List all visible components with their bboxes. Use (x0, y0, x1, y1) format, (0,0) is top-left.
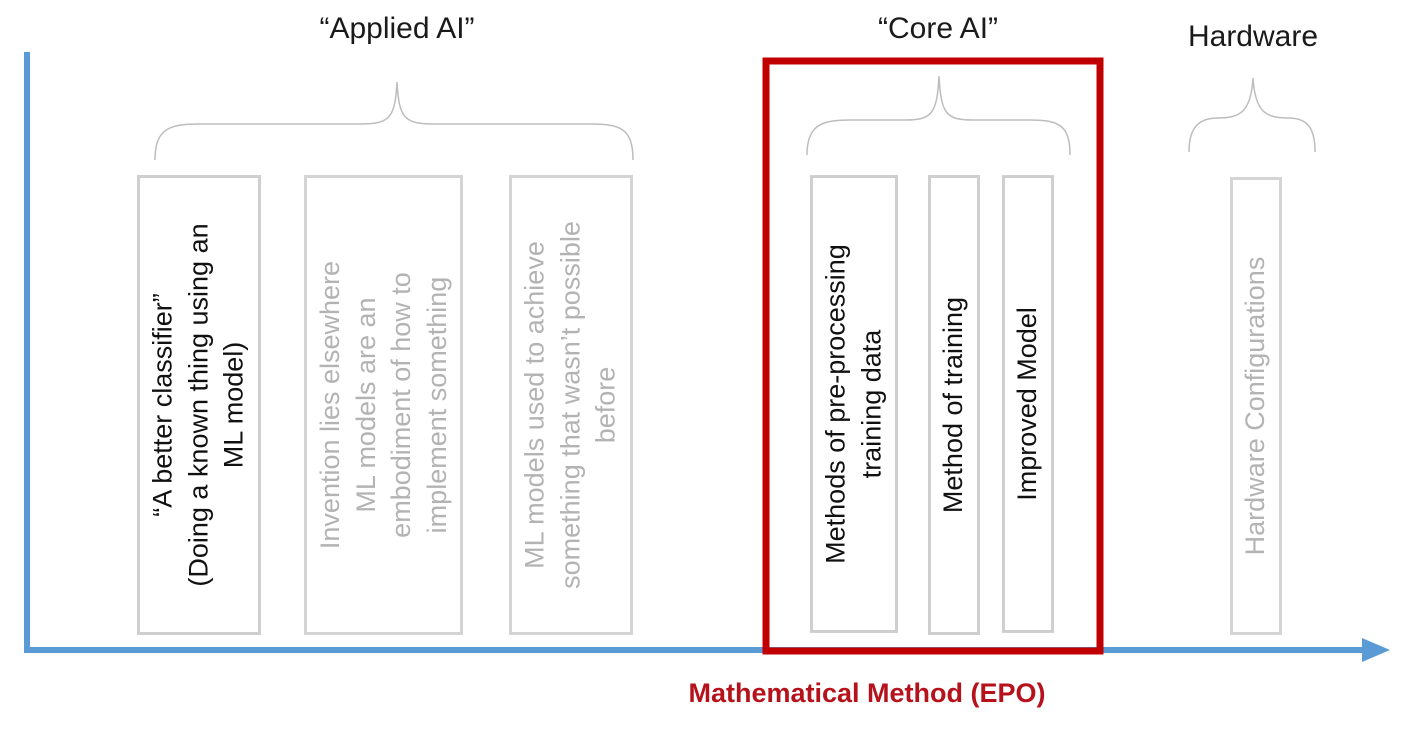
box-better-classifier: “A better classifier” (Doing a known thi… (137, 175, 261, 635)
box-preprocessing: Methods of pre-processing training data (810, 175, 898, 633)
box-label-line: training data (856, 329, 886, 479)
box-label-line: Hardware Configurations (1240, 256, 1271, 556)
box-label-line: ML models used to achieve (519, 241, 550, 569)
box-label-line: ML models are an (349, 297, 380, 513)
box-label-line: embodiment of how to (385, 272, 416, 538)
x-axis-label: Mathematical Method (EPO) (688, 678, 1046, 708)
box-method-training: Method of training (928, 175, 980, 635)
box-improved-model: Improved Model (1002, 175, 1054, 633)
x-axis-arrowhead (1362, 638, 1390, 662)
box-invention-elsewhere: Invention lies elsewhere ML models are a… (304, 175, 463, 635)
box-label-line: Methods of pre-processing (820, 244, 851, 564)
box-label-line: implement something (421, 276, 452, 534)
applied-ai-title: “Applied AI” (319, 12, 475, 45)
box-label-line: ML model) (218, 341, 249, 469)
box-label-line: Improved Model (1012, 307, 1043, 501)
box-label-line: before (590, 366, 621, 444)
hardware-brace (1188, 77, 1316, 153)
box-label-line: “A better classifier” (147, 293, 178, 517)
applied-ai-brace (154, 81, 634, 161)
core-ai-title: “Core AI” (877, 12, 999, 45)
box-hardware-config: Hardware Configurations (1230, 177, 1282, 635)
hardware-title: Hardware (1187, 20, 1319, 53)
box-label-line: Method of training (938, 296, 969, 514)
core-ai-brace (806, 75, 1071, 156)
box-label-line: Invention lies elsewhere (314, 260, 345, 550)
box-label-line: something that wasn’t possible (555, 221, 586, 589)
box-label-line: (Doing a known thing using an (183, 223, 214, 587)
box-ml-new-capability: ML models used to achieve something that… (509, 175, 633, 635)
